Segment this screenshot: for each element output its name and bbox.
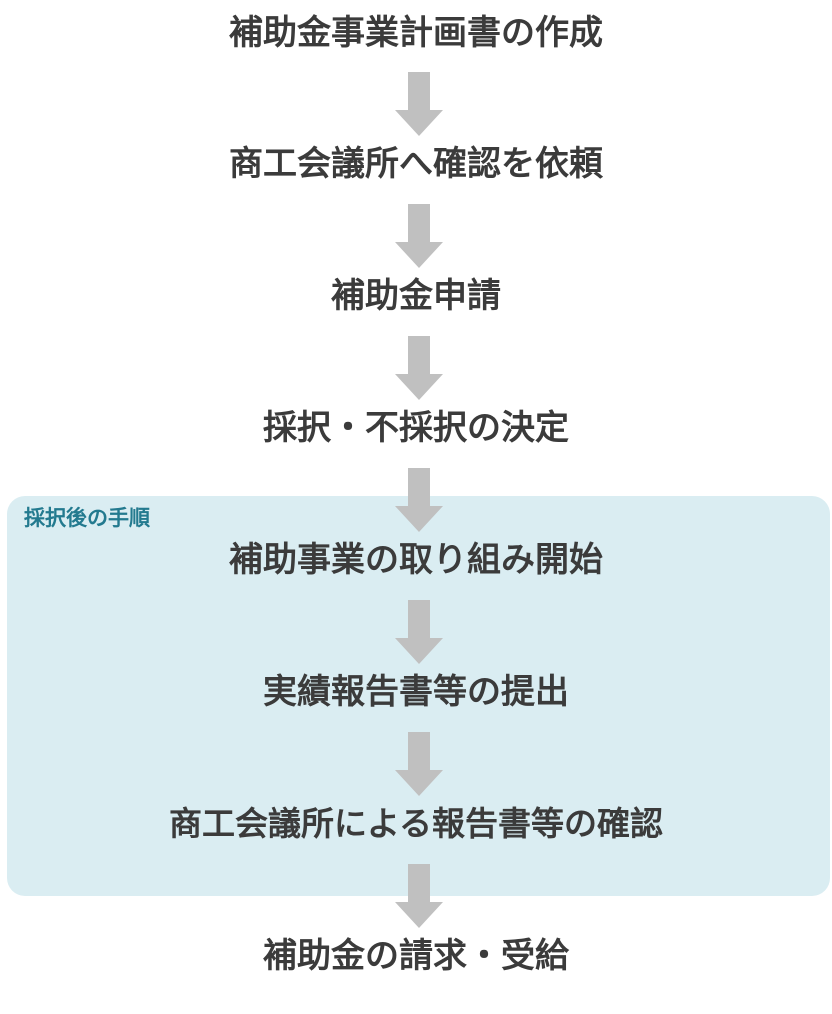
down-arrow-icon <box>395 468 443 532</box>
down-arrow-icon <box>395 732 443 796</box>
flow-step-7: 商工会議所による報告書等の確認 <box>168 804 663 843</box>
down-arrow-icon <box>395 72 443 136</box>
flow-step-4: 採択・不採択の決定 <box>263 408 569 448</box>
flow-step-8: 補助金の請求・受給 <box>263 936 569 976</box>
post-selection-group <box>7 496 830 896</box>
flow-step-5: 補助事業の取り組み開始 <box>229 540 603 580</box>
flow-step-1: 補助金事業計画書の作成 <box>229 13 603 53</box>
flow-step-2: 商工会議所へ確認を依頼 <box>229 144 603 184</box>
down-arrow-icon <box>395 204 443 268</box>
flow-step-6: 実績報告書等の提出 <box>263 672 569 712</box>
post-selection-group-label: 採択後の手順 <box>24 506 150 530</box>
down-arrow-icon <box>395 864 443 928</box>
down-arrow-icon <box>395 600 443 664</box>
down-arrow-icon <box>395 336 443 400</box>
flow-step-3: 補助金申請 <box>331 276 501 316</box>
